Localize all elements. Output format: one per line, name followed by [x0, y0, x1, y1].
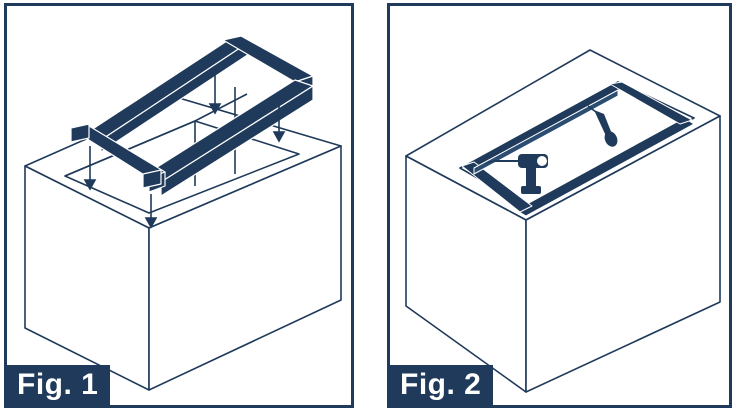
- fig1-illustration: [24, 35, 342, 391]
- arrow-head-4: [272, 131, 286, 143]
- fig2-illustration: [405, 49, 721, 393]
- arrow-head-3: [208, 103, 222, 115]
- arrow-head-1: [83, 179, 97, 191]
- arrow-head-2: [144, 217, 158, 229]
- box-right-side: [525, 115, 721, 393]
- frame-beams: [70, 35, 314, 197]
- placement-arrows: [83, 74, 286, 229]
- box-right-side: [148, 145, 342, 391]
- figure-panel-2: Fig. 2: [387, 3, 732, 408]
- frame-front-beam: [515, 117, 695, 217]
- figure-panel-1: Fig. 1: [4, 3, 354, 408]
- installed-frame: [461, 81, 695, 217]
- frame-left-beam: [461, 161, 533, 213]
- figure-label-2: Fig. 2: [390, 365, 494, 405]
- frame-right-beam: [609, 81, 693, 125]
- drill-icon: [485, 154, 548, 194]
- figure-label-1: Fig. 1: [7, 365, 111, 405]
- screw-icon: [587, 105, 618, 147]
